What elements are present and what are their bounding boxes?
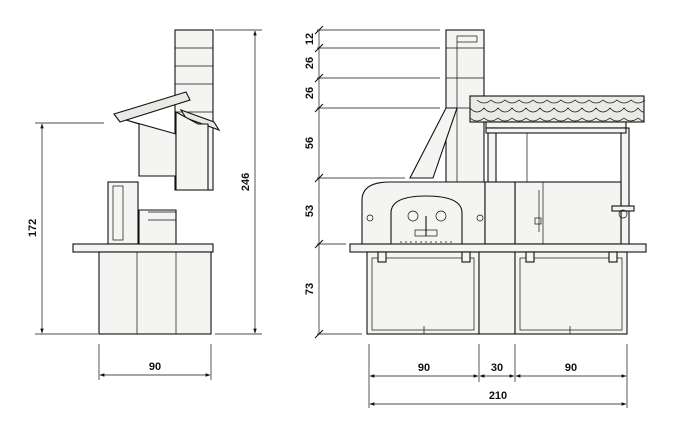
- dim-front-chimney-chain: 12 26 26 56 53 73: [304, 25, 440, 339]
- dim-label-210: 210: [489, 390, 507, 402]
- side-base: [98, 251, 212, 335]
- dim-label-gap-30: 30: [491, 362, 503, 374]
- dim-label-56: 56: [304, 137, 316, 149]
- side-roof: [113, 91, 221, 132]
- dim-label-side-90: 90: [149, 361, 161, 373]
- bolt-left-icon: [366, 214, 374, 222]
- front-worktop: [349, 243, 647, 253]
- dim-label-26b: 26: [304, 87, 316, 99]
- dim-label-26a: 26: [304, 57, 316, 69]
- front-base: [366, 251, 628, 335]
- dim-label-73: 73: [304, 283, 316, 295]
- side-hood: [107, 111, 209, 245]
- front-hood: [409, 107, 458, 179]
- dim-side-height-total: 246: [215, 29, 262, 335]
- front-oven: [361, 181, 516, 245]
- dim-label-oven-90: 90: [418, 362, 430, 374]
- front-view: 12 26 26 56 53 73 90 30 90 210: [304, 25, 647, 408]
- dim-label-12: 12: [304, 33, 316, 45]
- oven-window-icon: [407, 210, 419, 222]
- dim-side-height-worktop: 172: [27, 122, 104, 335]
- dim-label-grill-90: 90: [565, 362, 577, 374]
- side-worktop: [72, 243, 214, 253]
- dim-label-246: 246: [240, 173, 252, 191]
- dim-side-depth: 90: [98, 344, 212, 380]
- dim-label-172: 172: [27, 219, 39, 237]
- side-view: 246 172 90: [27, 29, 262, 380]
- dim-label-53: 53: [304, 205, 316, 217]
- front-roof: [469, 95, 646, 123]
- dim-front-width-chain: 90 30 90 210: [368, 344, 628, 408]
- bolt-right-icon: [476, 214, 484, 222]
- front-grill: [514, 181, 635, 245]
